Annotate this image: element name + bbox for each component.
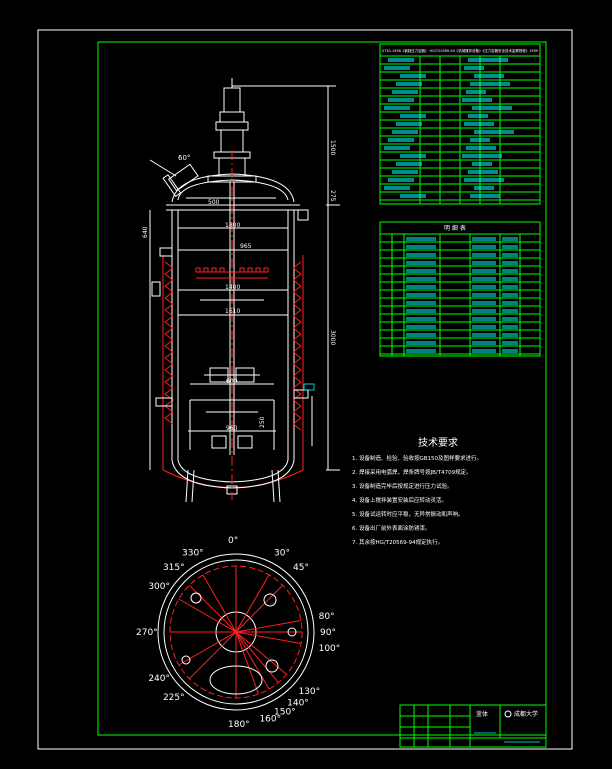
angle-label: 330° xyxy=(182,548,204,558)
nozzle-table: 明 细 表 xyxy=(379,221,541,357)
design-data-table xyxy=(379,43,541,205)
angle-label: 225° xyxy=(163,693,185,703)
tech-requirement-line: 6. 设备出厂前外表面涂防锈漆。 xyxy=(352,524,431,532)
plan-ray xyxy=(235,631,270,690)
dim-label-3000: 3000 xyxy=(329,330,336,345)
angle-label: 130° xyxy=(298,687,320,697)
plan-ray xyxy=(178,598,237,633)
angle-label: 140° xyxy=(287,698,309,708)
angle-label: 30° xyxy=(274,548,290,558)
dim-label-275: 275 xyxy=(329,190,336,202)
tech-requirement-line: 7. 其余按HG/T20569-94规定执行。 xyxy=(352,538,443,546)
dim-label-1800: 1800 xyxy=(225,222,240,229)
tech-requirements-title: 技术要求 xyxy=(418,436,458,449)
plan-ray xyxy=(178,631,237,666)
plan-ray xyxy=(235,584,284,633)
angle-label: 45° xyxy=(293,563,309,573)
angle-label: 270° xyxy=(136,628,158,638)
angle-label: 0° xyxy=(228,536,238,546)
dim-label-250: 250 xyxy=(259,416,266,428)
tech-requirement-line: 4. 设备上搅拌装置安装后应转动灵活。 xyxy=(352,496,447,504)
dim-label-1500: 1500 xyxy=(329,140,336,155)
tech-requirement-line: 3. 设备制造完毕后按规定进行压力试验。 xyxy=(352,482,453,490)
angle-labels: 0° 30°45° 80° 90° 100° 130°140°150°160° 180° 22… xyxy=(136,536,340,730)
school-name: 成都大学 xyxy=(514,710,538,718)
plan-rays xyxy=(170,566,302,698)
plan-ray xyxy=(235,631,260,695)
inner-frame xyxy=(97,41,547,736)
angle-label: 300° xyxy=(148,582,170,592)
parts-header: ST30-1998《钢制压力容器》 HG/T20569-94《机械搅拌设备》《压… xyxy=(382,48,538,53)
dim-label-965: 965 xyxy=(240,243,252,250)
angle-label: 160° xyxy=(259,714,281,724)
dim-label-500: 500 xyxy=(208,199,220,206)
plan-ray xyxy=(235,574,270,633)
angle-label: 150° xyxy=(274,708,296,718)
plan-ray xyxy=(235,631,279,683)
angle-label-60: 60° xyxy=(178,154,190,162)
parts-table-title: 明 细 表 xyxy=(444,224,466,232)
coil-pattern xyxy=(195,267,269,279)
vessel-plan-view: 0° 30°45° 80° 90° 100° 130°140°150°160° 180° 22… xyxy=(136,536,340,730)
tech-requirements-list: 1. 设备制造、检验、验收按GB150及图样要求进行。 2. 焊接采用电弧焊，焊条… xyxy=(352,454,482,546)
title-block xyxy=(399,704,547,748)
dim-label-1400: 1400 xyxy=(225,284,240,291)
school-logo-icon xyxy=(504,710,512,718)
angle-label: 180° xyxy=(228,720,250,730)
dim-label-640: 640 xyxy=(142,226,149,238)
outer-frame xyxy=(37,29,573,750)
plan-ray xyxy=(235,631,302,644)
angle-label: 80° xyxy=(319,612,335,622)
plan-ray xyxy=(202,574,237,633)
tech-requirement-line: 5. 设备试运转时应平稳，无异常振动和声响。 xyxy=(352,510,464,518)
tech-requirement-line: 2. 焊接采用电弧焊，焊条牌号按JB/T4709规定。 xyxy=(352,468,472,476)
vessel-elevation: 500 1500 275 3000 965 1800 1610 1400 960… xyxy=(142,78,340,503)
angle-label: 240° xyxy=(148,674,170,684)
angle-label: 315° xyxy=(163,563,185,573)
angle-label: 90° xyxy=(320,628,336,638)
dim-label-1610: 1610 xyxy=(225,308,240,315)
angle-label: 100° xyxy=(319,644,341,654)
tech-requirement-line: 1. 设备制造、检验、验收按GB150及图样要求进行。 xyxy=(352,454,482,462)
plan-ray xyxy=(235,620,302,633)
dim-label-960: 960 xyxy=(226,425,238,432)
plan-ray xyxy=(188,631,237,680)
title-cell: 釜体 xyxy=(476,710,488,718)
dim-label-600: 600 xyxy=(226,378,238,385)
